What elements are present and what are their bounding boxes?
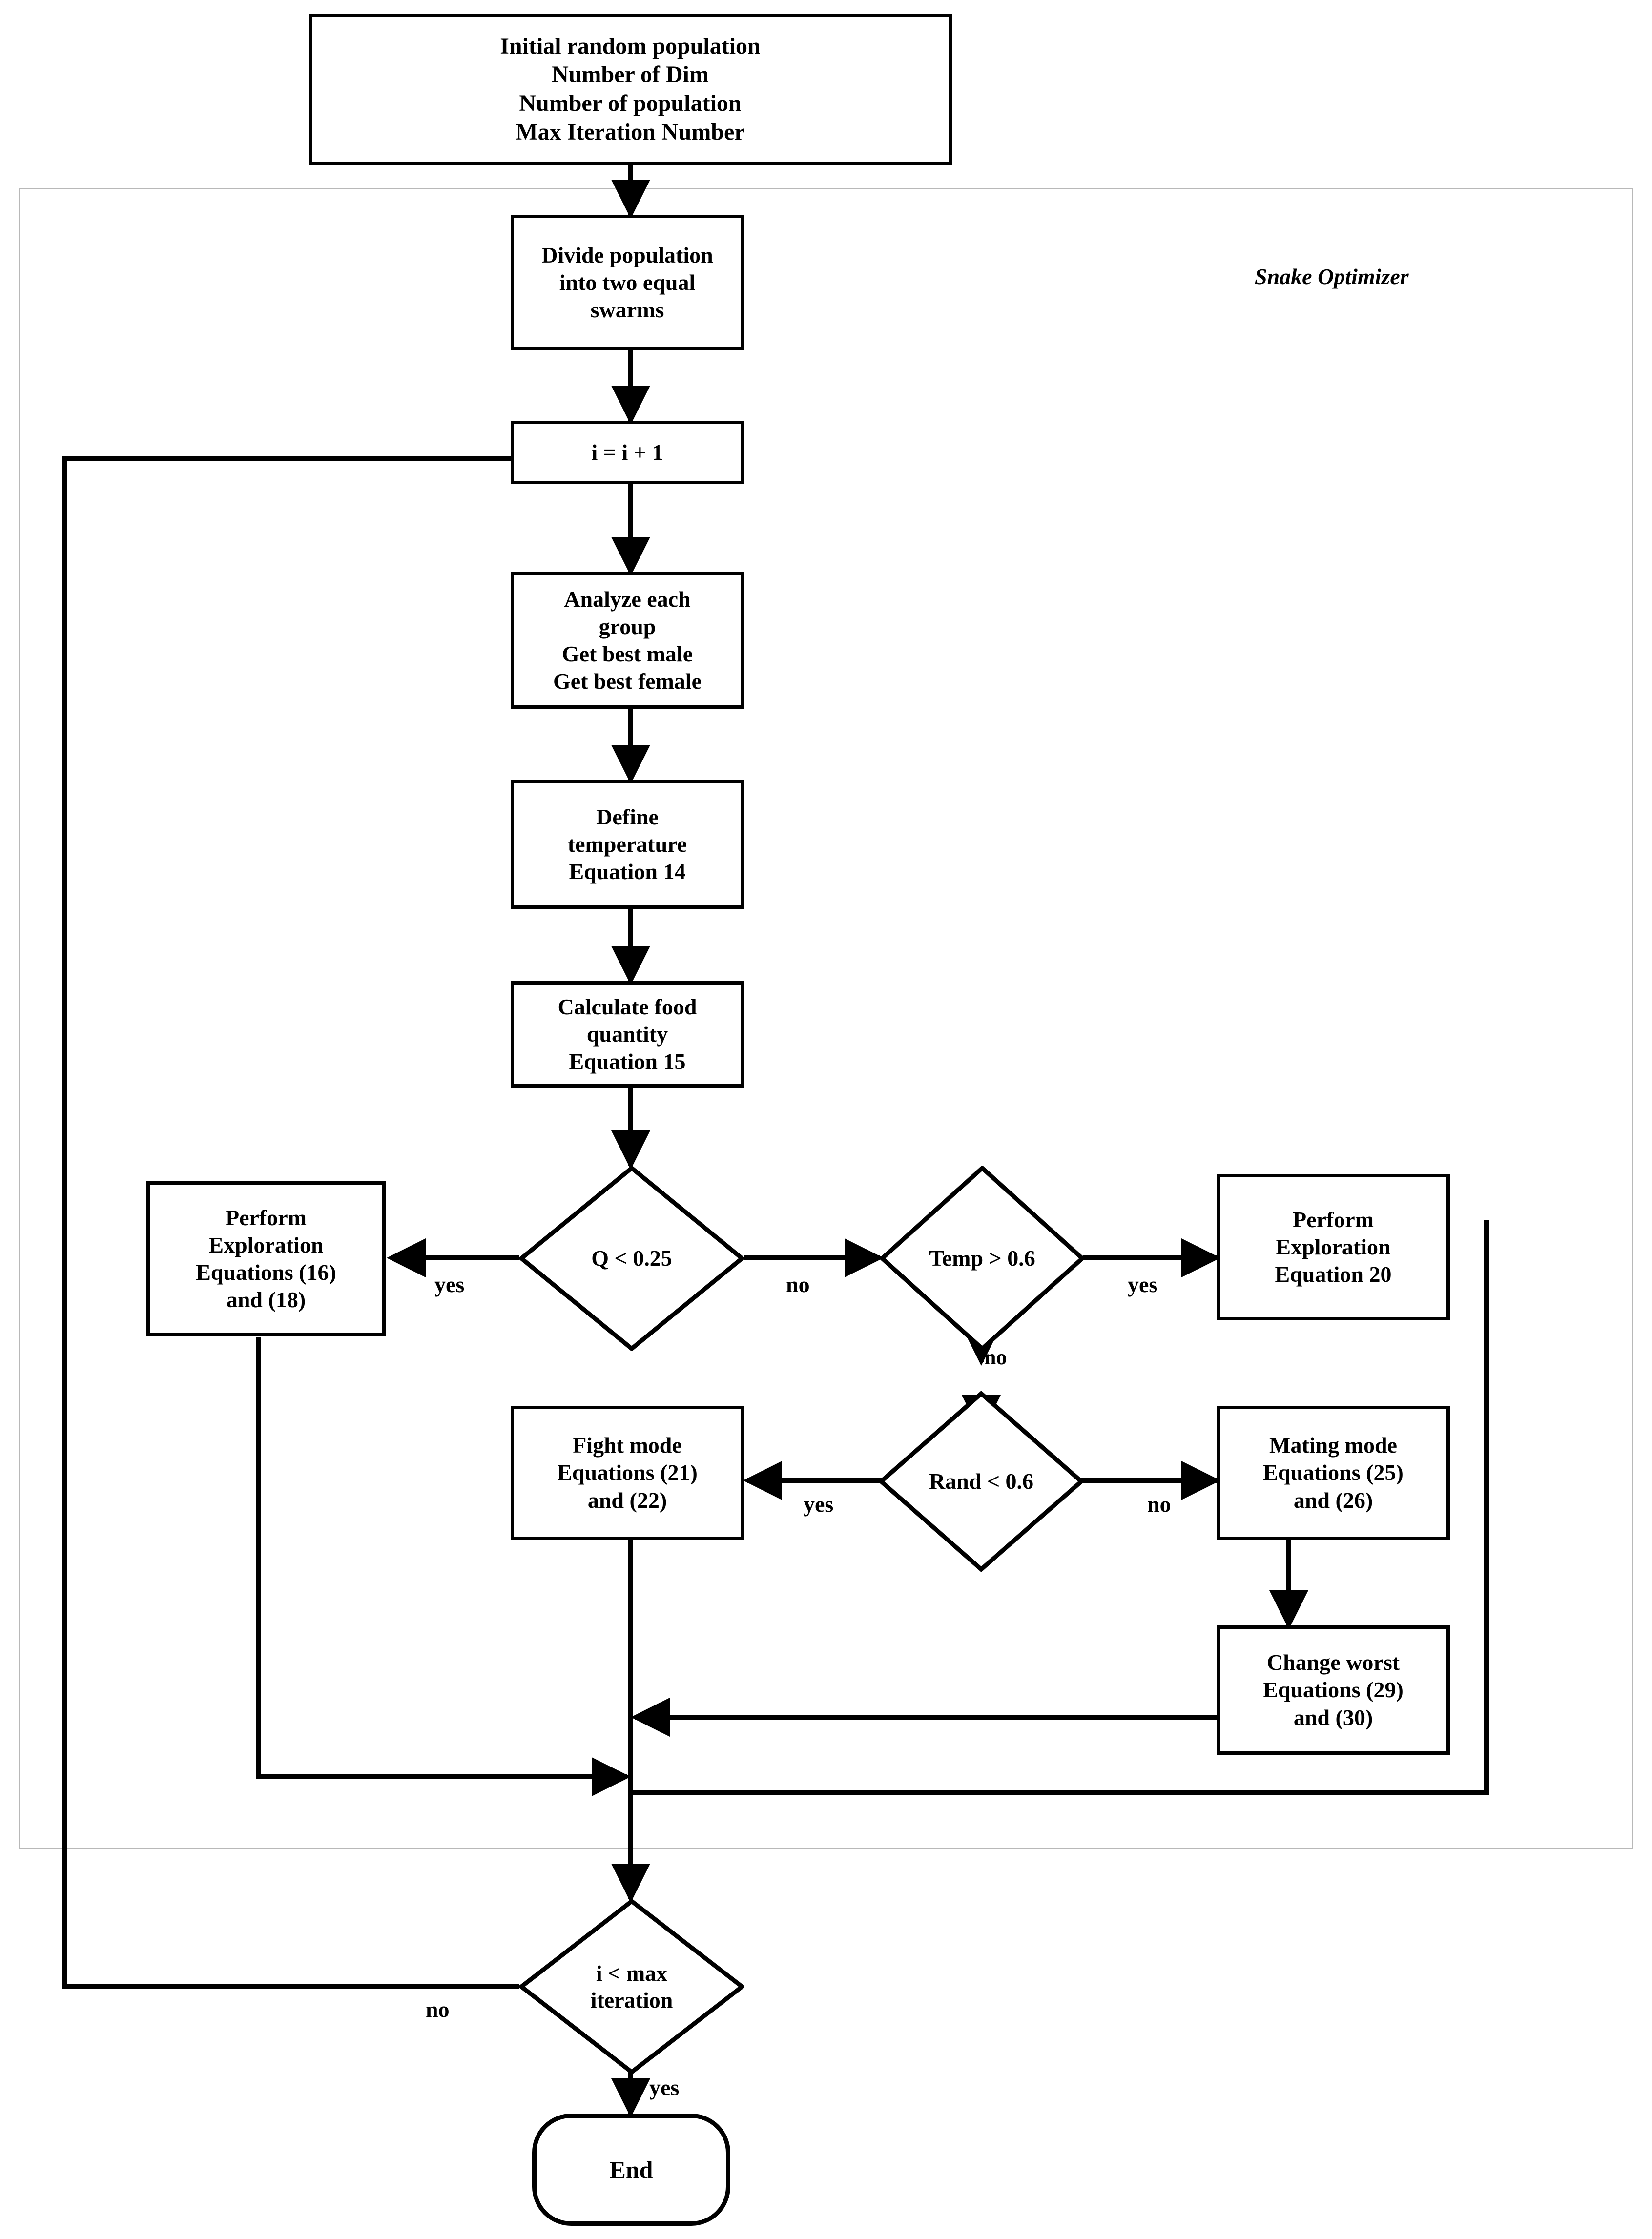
node-rand-decision-label: Rand < 0.6 [929,1469,1034,1494]
node-fight-mode-label: Fight mode Equations (21) and (22) [557,1433,698,1513]
diamond-shape-iteration [519,1899,744,2075]
node-perform-exploration-left-label: Perform Exploration Equations (16) and (… [196,1205,336,1313]
edge-label-q-yes: yes [434,1272,465,1297]
snake-optimizer-group [19,188,1633,1849]
node-divide-population-label: Divide population into two equal swarms [541,242,713,323]
node-define-temperature: Define temperature Equation 14 [511,780,744,909]
node-analyze-group: Analyze each group Get best male Get bes… [511,572,744,709]
edge-label-temp-yes: yes [1128,1272,1158,1297]
node-mating-mode-label: Mating mode Equations (25) and (26) [1263,1433,1404,1513]
node-perform-exploration-left: Perform Exploration Equations (16) and (… [146,1181,386,1336]
node-change-worst: Change worst Equations (29) and (30) [1217,1625,1450,1755]
node-mating-mode: Mating mode Equations (25) and (26) [1217,1406,1450,1540]
node-change-worst-label: Change worst Equations (29) and (30) [1263,1650,1404,1730]
node-q-decision-label: Q < 0.25 [591,1246,672,1271]
node-define-temperature-label: Define temperature Equation 14 [567,804,687,884]
diamond-shape-rand [879,1391,1084,1572]
node-end-label: End [609,2156,653,2183]
node-perform-exploration-right: Perform Exploration Equation 20 [1217,1174,1450,1320]
node-calculate-food: Calculate food quantity Equation 15 [511,981,744,1088]
edge-label-rand-no: no [1147,1492,1171,1517]
edge-label-iteration-yes: yes [649,2075,680,2100]
node-rand-decision: Rand < 0.6 [879,1391,1084,1572]
diamond-shape-q [519,1166,744,1351]
edge-label-temp-no: no [984,1345,1007,1369]
node-iteration-decision: i < max iteration [519,1899,744,2075]
node-increment: i = i + 1 [511,421,744,484]
node-temp-decision-label: Temp > 0.6 [929,1246,1035,1271]
diamond-shape-temp [880,1166,1085,1351]
node-fight-mode: Fight mode Equations (21) and (22) [511,1406,744,1540]
node-analyze-group-label: Analyze each group Get best male Get bes… [553,586,702,694]
node-start: Initial random population Number of Dim … [309,14,952,165]
node-perform-exploration-right-label: Perform Exploration Equation 20 [1275,1207,1392,1287]
group-label-snake-optimizer: Snake Optimizer [1255,264,1409,289]
edge-label-iteration-no: no [426,1997,450,2022]
node-start-label: Initial random population Number of Dim … [500,33,761,145]
edge-label-rand-yes: yes [804,1492,834,1517]
edge-label-q-no: no [786,1272,810,1297]
node-temp-decision: Temp > 0.6 [880,1166,1085,1351]
node-divide-population: Divide population into two equal swarms [511,215,744,350]
node-iteration-decision-label: i < max iteration [590,1960,673,2013]
node-end: End [532,2114,730,2226]
node-q-decision: Q < 0.25 [519,1166,744,1351]
node-increment-label: i = i + 1 [591,439,663,465]
node-calculate-food-label: Calculate food quantity Equation 15 [558,994,697,1074]
